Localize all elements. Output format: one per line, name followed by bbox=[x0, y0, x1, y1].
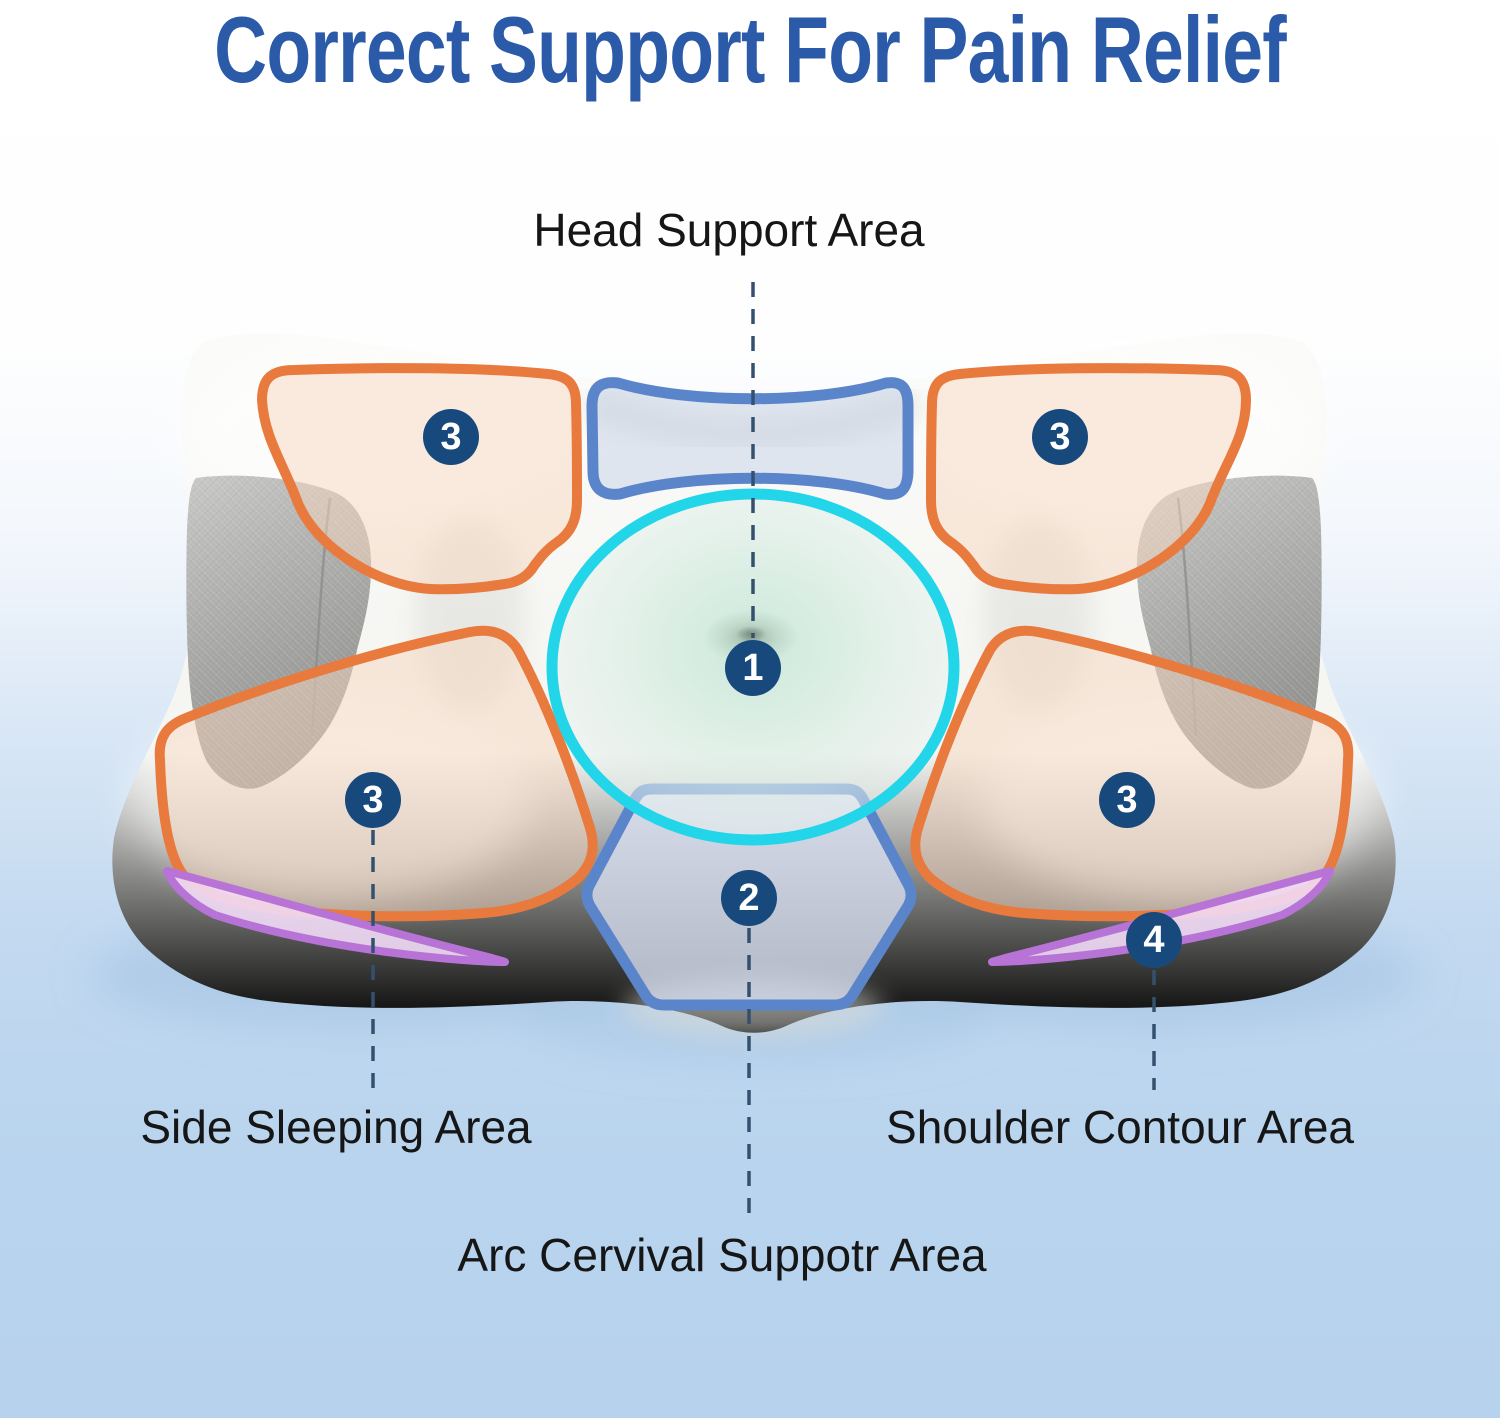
leader-lines bbox=[371, 282, 1156, 1216]
head-support-zone bbox=[586, 377, 914, 500]
marker-side-sleeping-top-right: 3 bbox=[1032, 409, 1088, 465]
side-sleeping-zone-top-right bbox=[926, 363, 1251, 595]
label-shoulder-contour-area: Shoulder Contour Area bbox=[886, 1101, 1354, 1153]
page-title: Correct Support For Pain Relief bbox=[214, 0, 1286, 102]
marker-side-sleeping-bottom-right: 3 bbox=[1099, 772, 1155, 828]
marker-arc-cervical-support: 2 bbox=[721, 870, 777, 926]
marker-side-sleeping-bottom-left: 3 bbox=[345, 772, 401, 828]
label-arc-cervical-area: Arc Cervival Suppotr Area bbox=[457, 1229, 987, 1281]
label-head-support-area: Head Support Area bbox=[533, 204, 925, 256]
shoulder-contour-zone-left bbox=[163, 867, 509, 966]
marker-side-sleeping-top-left: 3 bbox=[423, 409, 479, 465]
marker-head-support: 1 bbox=[725, 640, 781, 696]
marker-shoulder-contour: 4 bbox=[1126, 912, 1182, 968]
shoulder-contour-zones bbox=[163, 867, 1334, 966]
label-side-sleeping-area: Side Sleeping Area bbox=[140, 1101, 532, 1153]
side-sleeping-zone-top-left bbox=[257, 363, 582, 595]
